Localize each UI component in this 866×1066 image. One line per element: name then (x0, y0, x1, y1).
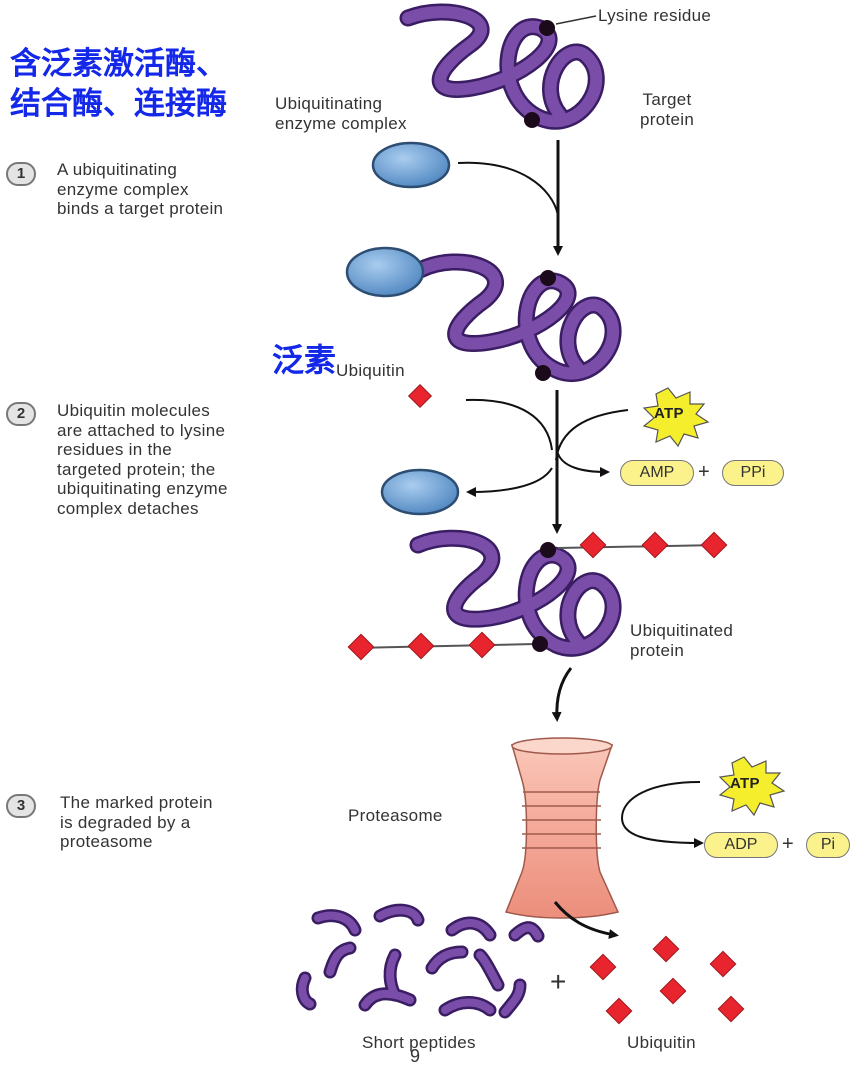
ubiquitin-arrow (465, 398, 553, 451)
plus-sign: + (550, 966, 567, 997)
enzyme-complex (371, 141, 451, 189)
ubiquitin-diamond (717, 995, 745, 1023)
atp-burst (642, 387, 710, 448)
step-3-number: 3 (6, 794, 36, 818)
chinese-enzymes-label: 含泛素激活酶、 结合酶、连接酶 (10, 46, 227, 121)
ubiquitin-diamond (347, 633, 375, 661)
ubiquitin-diamond (709, 950, 737, 978)
ubiquitin-diamond (652, 935, 680, 963)
plus-sign: + (698, 461, 710, 483)
ubiquitin-products-label: Ubiquitin (627, 1033, 696, 1052)
enzyme-detach-arrow (466, 467, 553, 497)
step-2-number: 2 (6, 402, 36, 426)
short-peptides-label: Short peptides (362, 1033, 476, 1052)
short-peptides (298, 906, 542, 1016)
lysine-residue-label: Lysine residue (598, 6, 712, 25)
atp-cycle-arrow (620, 781, 704, 848)
lysine-residue-dot (539, 20, 555, 36)
ubiquitin-diamond (468, 631, 496, 659)
pi-chip: Pi (806, 832, 850, 858)
step-2-text: Ubiquitin molecules are attached to lysi… (57, 401, 228, 518)
ubiquitin-diamond (641, 531, 669, 559)
target-protein-coil (399, 3, 605, 130)
lysine-residue-dot (540, 270, 556, 286)
step-3-text: The marked protein is degraded by a prot… (60, 793, 213, 851)
down-arrow-3 (551, 667, 573, 722)
lysine-residue-dot (524, 112, 540, 128)
ubiquitinated-protein-label: Ubiquitinated protein (630, 621, 734, 660)
step-1-text: A ubiquitinating enzyme complex binds a … (57, 160, 224, 218)
amp-output-arrow (556, 449, 610, 477)
proteasome (504, 737, 620, 919)
ubiquitin-diamond (407, 383, 433, 409)
adp-chip: ADP (704, 832, 778, 858)
target-protein-label: Target protein (640, 90, 695, 129)
ubiquitin-diamond (700, 531, 728, 559)
ubiquitin-label: Ubiquitin (336, 361, 405, 380)
enzyme-complex-label: Ubiquitinating enzyme complex (275, 94, 407, 133)
chinese-ubiquitin-label: 泛素 (272, 342, 337, 378)
detached-enzyme (380, 468, 460, 516)
proteasome-label: Proteasome (348, 806, 443, 825)
page-number: 9 (410, 1046, 421, 1066)
step-1-number: 1 (6, 162, 36, 186)
atp-input-arrow (555, 409, 629, 461)
ubiquitin-diamond (579, 531, 607, 559)
binding-arrow (457, 161, 559, 216)
ubiquitin-diamond (589, 953, 617, 981)
ubiquitinated-protein-coil (409, 529, 622, 657)
ubiquitin-diamond (605, 997, 633, 1025)
protein-enzyme-complex (411, 253, 622, 382)
ubiquitin-diamond (407, 632, 435, 660)
lysine-residue-dot (540, 542, 556, 558)
ubiquitin-chain-link (354, 643, 536, 649)
lysine-leader-line (555, 15, 597, 25)
atp-label: ATP (730, 775, 760, 792)
bound-enzyme-complex (345, 246, 425, 298)
plus-sign: + (782, 833, 794, 855)
lysine-residue-dot (535, 365, 551, 381)
atp-label: ATP (654, 405, 684, 422)
ubiquitin-diamond (659, 977, 687, 1005)
amp-chip: AMP (620, 460, 694, 486)
degradation-arrow (553, 901, 619, 939)
lysine-residue-dot (532, 636, 548, 652)
atp-burst (718, 756, 786, 817)
ppi-chip: PPi (722, 460, 784, 486)
